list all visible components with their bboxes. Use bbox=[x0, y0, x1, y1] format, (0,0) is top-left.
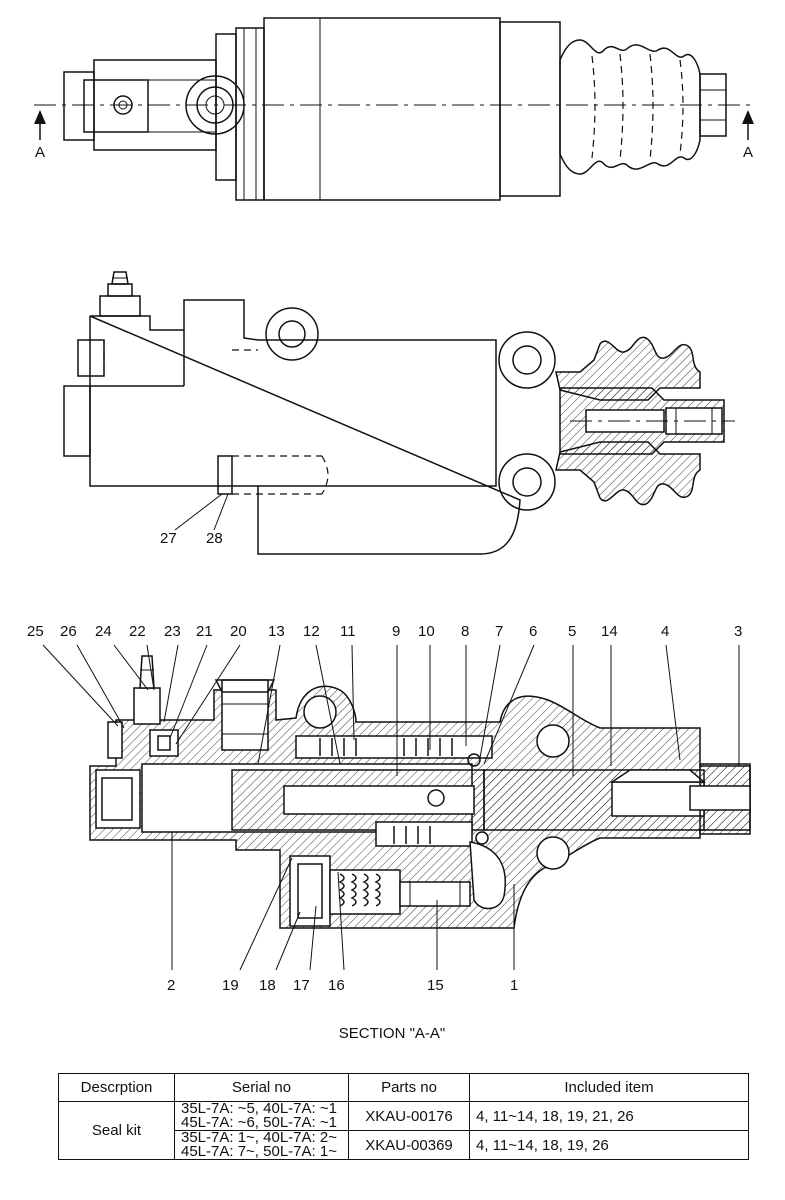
callout-14: 14 bbox=[601, 623, 618, 640]
callout-17: 17 bbox=[293, 977, 310, 994]
callout-12: 12 bbox=[303, 623, 320, 640]
section-lower-cap bbox=[289, 855, 331, 927]
callout-10: 10 bbox=[418, 623, 435, 640]
parts-table: Descrption Serial no Parts no Included i… bbox=[58, 1073, 749, 1160]
callout-25: 25 bbox=[27, 623, 44, 640]
callout-20: 20 bbox=[230, 623, 247, 640]
side-end-cap bbox=[63, 385, 91, 457]
callout-4: 4 bbox=[661, 623, 669, 640]
section-mark-right: A bbox=[743, 144, 753, 161]
section-plunger bbox=[399, 881, 471, 907]
callout-15: 15 bbox=[427, 977, 444, 994]
section-side-plug bbox=[107, 721, 123, 759]
side-body-left bbox=[89, 316, 258, 487]
header-included-item: Included item bbox=[469, 1073, 749, 1102]
section-grease-fitting bbox=[133, 687, 161, 725]
serial-line: 45L-7A: ~6, 50L-7A: ~1 bbox=[181, 1114, 337, 1131]
side-view bbox=[63, 271, 735, 555]
callout-3: 3 bbox=[734, 623, 742, 640]
callout-9: 9 bbox=[392, 623, 400, 640]
section-caption: SECTION "A-A" bbox=[339, 1025, 446, 1042]
callout-1: 1 bbox=[510, 977, 518, 994]
side-bleeder bbox=[217, 455, 233, 495]
section-ear-right-upper bbox=[536, 724, 570, 758]
header-parts-no: Parts no bbox=[348, 1073, 470, 1102]
side-mount-ear-front-upper bbox=[498, 331, 556, 389]
top-flange bbox=[235, 27, 265, 201]
side-mount-ear-upper bbox=[265, 307, 319, 361]
section-mark-left: A bbox=[35, 144, 45, 161]
parts-table-header: Descrption Serial no Parts no Included i… bbox=[58, 1073, 749, 1102]
serial-cell: 35L-7A: ~5, 40L-7A: ~1 45L-7A: ~6, 50L-7… bbox=[174, 1100, 349, 1131]
description-cell: Seal kit bbox=[58, 1101, 175, 1160]
callout-24: 24 bbox=[95, 623, 112, 640]
section-piston-bore bbox=[283, 785, 475, 815]
section-spring-chamber-upper bbox=[295, 735, 493, 759]
top-boot bbox=[559, 39, 701, 175]
section-ear-left bbox=[303, 695, 337, 729]
callout-13: 13 bbox=[268, 623, 285, 640]
parts-no-cell: XKAU-00176 bbox=[348, 1101, 470, 1131]
callout-8: 8 bbox=[461, 623, 469, 640]
callout-11: 11 bbox=[340, 623, 356, 640]
callout-18: 18 bbox=[259, 977, 276, 994]
included-cell: 4, 11~14, 18, 19, 26 bbox=[469, 1130, 749, 1160]
section-spring-chamber-lower bbox=[375, 821, 473, 847]
section-spring-lower bbox=[338, 873, 381, 907]
top-cylinder-body bbox=[263, 17, 501, 201]
included-cell: 4, 11~14, 18, 19, 21, 26 bbox=[469, 1101, 749, 1131]
header-serial-no: Serial no bbox=[174, 1073, 349, 1102]
callout-22: 22 bbox=[129, 623, 146, 640]
callout-16: 16 bbox=[328, 977, 345, 994]
header-description: Descrption bbox=[58, 1073, 175, 1102]
section-spring-upper bbox=[319, 738, 453, 756]
section-lever bbox=[469, 841, 506, 910]
callout-28: 28 bbox=[206, 530, 223, 547]
grease-fitting-base bbox=[99, 295, 141, 317]
parts-no-cell: XKAU-00369 bbox=[348, 1130, 470, 1160]
section-ear-right-lower bbox=[536, 836, 570, 870]
callout-2: 2 bbox=[167, 977, 175, 994]
callout-23: 23 bbox=[164, 623, 181, 640]
side-mount-ear-front-lower bbox=[498, 453, 556, 511]
callout-26: 26 bbox=[60, 623, 77, 640]
callout-21: 21 bbox=[196, 623, 213, 640]
callout-27: 27 bbox=[160, 530, 177, 547]
section-view bbox=[42, 644, 751, 971]
side-boot-lower bbox=[555, 441, 701, 506]
callout-7: 7 bbox=[495, 623, 503, 640]
serial-line: 35L-7A: 1~, 40L-7A: 2~ bbox=[181, 1129, 337, 1146]
serial-line: 45L-7A: 7~, 50L-7A: 1~ bbox=[181, 1143, 337, 1160]
side-boot-upper bbox=[555, 336, 701, 401]
callout-6: 6 bbox=[529, 623, 537, 640]
top-view: A A bbox=[34, 17, 756, 201]
callout-19: 19 bbox=[222, 977, 239, 994]
table-row: 35L-7A: 1~, 40L-7A: 2~ 45L-7A: 7~, 50L-7… bbox=[59, 1129, 749, 1160]
top-end-cap bbox=[63, 71, 95, 141]
section-bleeder-body bbox=[221, 679, 269, 751]
top-front-flange bbox=[499, 21, 561, 197]
callout-5: 5 bbox=[568, 623, 576, 640]
serial-line: 35L-7A: ~5, 40L-7A: ~1 bbox=[181, 1100, 337, 1117]
grease-fitting bbox=[111, 271, 129, 285]
table-row: Seal kit 35L-7A: ~5, 40L-7A: ~1 45L-7A: … bbox=[58, 1100, 749, 1160]
serial-cell: 35L-7A: 1~, 40L-7A: 2~ 45L-7A: 7~, 50L-7… bbox=[174, 1129, 349, 1160]
